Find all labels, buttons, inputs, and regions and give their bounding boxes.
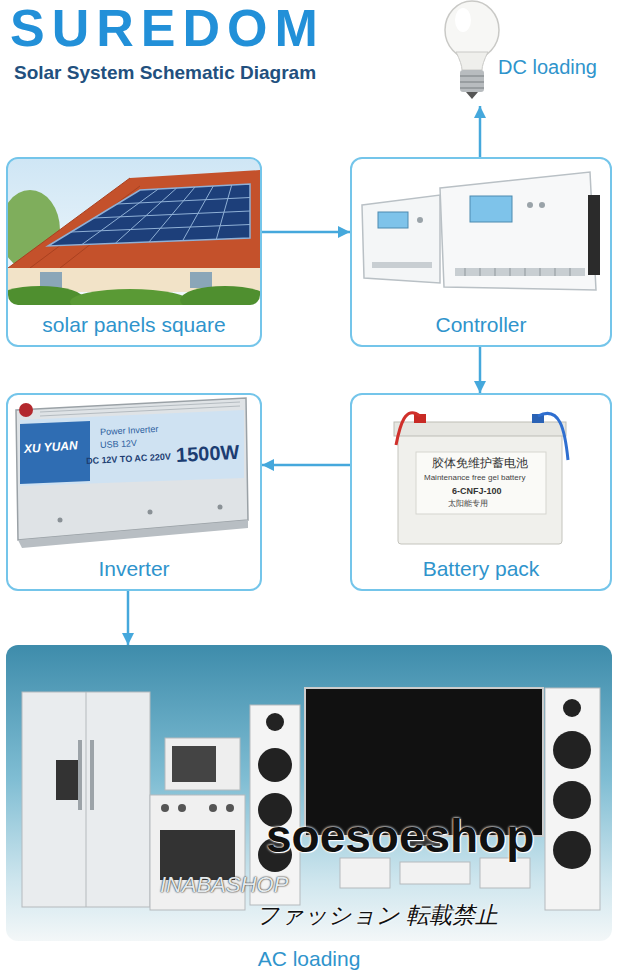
solar-house-picture bbox=[40, 272, 62, 288]
appliance-picture bbox=[90, 740, 94, 810]
appliance-picture bbox=[400, 862, 470, 884]
controller-picture bbox=[440, 172, 596, 290]
dc-load-node: DC loading bbox=[436, 0, 618, 106]
appliance-picture bbox=[340, 858, 390, 888]
appliance-picture bbox=[553, 781, 591, 819]
appliance-picture bbox=[172, 746, 216, 782]
battery-label: 胶体免维护蓄电池 bbox=[432, 457, 528, 471]
controller-picture bbox=[372, 262, 432, 268]
controller-picture bbox=[470, 196, 512, 222]
controller-picture bbox=[527, 202, 533, 208]
appliance-picture bbox=[56, 760, 78, 800]
battery-label: 太阳能专用 bbox=[448, 499, 488, 508]
flow-arrow bbox=[127, 591, 130, 645]
appliance-picture bbox=[553, 731, 591, 769]
solar-panel-box: solar panels square bbox=[6, 157, 262, 347]
battery-picture bbox=[394, 413, 568, 544]
node-label: Controller bbox=[435, 313, 526, 337]
page-title: SUREDOM bbox=[10, 2, 325, 54]
controller-box: Controller bbox=[350, 157, 612, 347]
device-label: USB 12V bbox=[100, 438, 138, 450]
power-rating: 1500W bbox=[175, 441, 239, 467]
controller-picture bbox=[378, 212, 408, 228]
device-label: Power Inverter bbox=[100, 424, 159, 437]
subtitle: Solar System Schematic Diagram bbox=[14, 62, 316, 84]
appliance-picture bbox=[266, 713, 284, 731]
node-label: AC loading bbox=[258, 947, 361, 971]
watermark: INABASHOP bbox=[160, 872, 288, 897]
solar-house-picture bbox=[71, 185, 250, 245]
watermark: soesoeshop bbox=[266, 810, 534, 863]
battery-picture bbox=[394, 422, 566, 436]
bulb-icon bbox=[445, 1, 499, 59]
appliance-picture bbox=[22, 692, 150, 907]
ac-load-panel: AC loading bbox=[6, 645, 612, 941]
appliance-picture bbox=[545, 688, 600, 910]
node-label: Inverter bbox=[98, 557, 169, 581]
inverter-picture bbox=[20, 421, 90, 484]
controller-picture bbox=[465, 268, 570, 276]
controller-picture bbox=[362, 172, 600, 290]
battery-label: Maintenance free gel battery bbox=[424, 473, 525, 482]
appliance-picture bbox=[563, 699, 581, 717]
appliance-picture bbox=[78, 740, 82, 810]
appliance-picture bbox=[226, 804, 234, 812]
battery-label: 6-CNFJ-100 bbox=[452, 486, 502, 496]
appliance-picture bbox=[553, 831, 591, 869]
appliance-picture bbox=[480, 858, 530, 888]
inverter-picture bbox=[16, 398, 248, 548]
solar-house-picture bbox=[180, 286, 260, 305]
inverter-picture bbox=[16, 398, 248, 540]
inverter-picture bbox=[19, 403, 33, 417]
watermark: ファッション 転載禁止 bbox=[256, 902, 498, 928]
appliance-picture bbox=[165, 738, 240, 790]
battery-picture bbox=[398, 432, 562, 544]
solar-house-picture bbox=[8, 159, 260, 305]
solar-house-picture bbox=[70, 289, 190, 305]
appliance-picture bbox=[161, 804, 169, 812]
brand-mark: XU YUAN bbox=[24, 439, 79, 457]
bulb-icon bbox=[445, 1, 499, 99]
bulb-icon bbox=[455, 8, 471, 32]
inverter-picture bbox=[58, 518, 63, 523]
appliance-picture bbox=[6, 645, 612, 941]
bulb-icon bbox=[460, 76, 484, 88]
controller-picture bbox=[539, 202, 545, 208]
inverter-box: Inverter bbox=[6, 393, 262, 591]
battery-picture bbox=[396, 413, 420, 445]
appliance-picture bbox=[86, 692, 87, 907]
inverter-picture bbox=[18, 520, 248, 548]
flow-arrow bbox=[479, 106, 482, 157]
node-label: solar panels square bbox=[42, 313, 225, 337]
node-label: Battery pack bbox=[423, 557, 540, 581]
bulb-icon bbox=[460, 70, 484, 92]
appliance-picture bbox=[209, 804, 217, 812]
appliance-picture bbox=[6, 645, 612, 941]
controller-picture bbox=[417, 217, 423, 223]
appliance-picture bbox=[178, 804, 186, 812]
controller-picture bbox=[588, 195, 600, 275]
battery-picture bbox=[416, 452, 546, 514]
solar-house-picture bbox=[190, 272, 212, 288]
device-label: DC 12V TO AC 220V bbox=[86, 452, 171, 467]
bulb-icon bbox=[456, 52, 488, 70]
solar-house-picture bbox=[48, 184, 250, 246]
appliance-picture bbox=[258, 748, 292, 782]
node-label: DC loading bbox=[498, 56, 597, 79]
flow-arrow bbox=[262, 231, 350, 234]
controller-picture bbox=[455, 268, 585, 276]
inverter-picture bbox=[218, 505, 223, 510]
solar-house-picture bbox=[8, 170, 260, 268]
inverter-picture bbox=[20, 410, 244, 486]
bulb-icon bbox=[466, 92, 478, 99]
controller-picture bbox=[362, 195, 440, 283]
flow-arrow bbox=[262, 464, 350, 467]
flow-arrow bbox=[479, 347, 482, 393]
inverter-picture bbox=[148, 510, 153, 515]
